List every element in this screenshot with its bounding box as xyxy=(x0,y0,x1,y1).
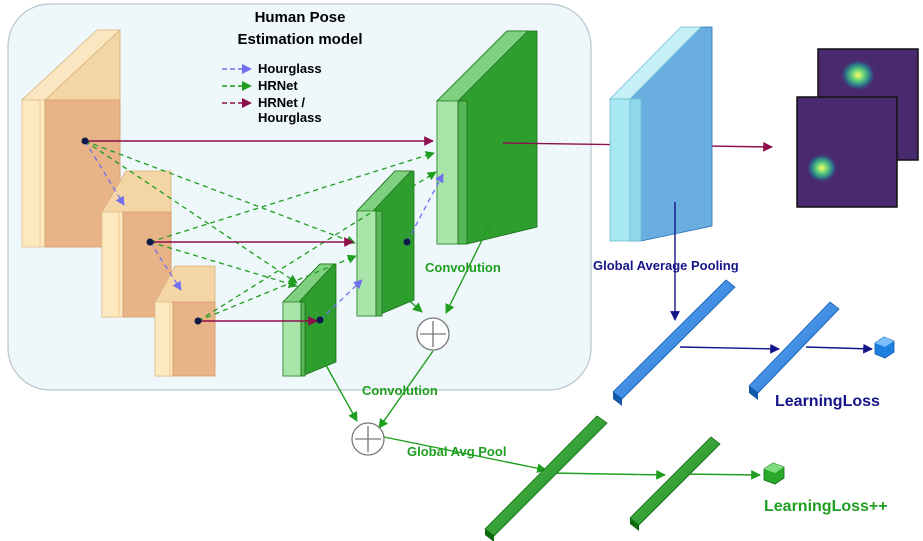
hourglass-connections xyxy=(84,140,444,321)
hrnet-connections xyxy=(84,140,437,322)
pooling-block xyxy=(609,26,713,242)
green-fc-bar-2 xyxy=(629,436,721,531)
convolution-label-lower: Convolution xyxy=(362,383,438,398)
legend-label: HRNet xyxy=(258,78,298,93)
learning-loss-plus-label: LearningLoss++ xyxy=(764,498,888,515)
green-output-cube xyxy=(763,462,785,485)
dashed-arrow-icon xyxy=(222,64,252,74)
diagram-title-line-2: Estimation model xyxy=(237,31,363,48)
convolution-label-upper: Convolution xyxy=(425,260,501,275)
hrnet-block-large xyxy=(436,30,538,245)
sum-node-lower xyxy=(351,422,385,456)
green-path xyxy=(383,436,761,480)
dashed-arrow-icon xyxy=(222,98,252,108)
convolution-arrows xyxy=(321,223,491,429)
blue-fc-bar-1 xyxy=(612,279,736,406)
blue-output-cube xyxy=(874,336,895,359)
learning-loss-label: LearningLoss xyxy=(775,393,880,410)
encoder-block-medium xyxy=(101,170,172,318)
diagram-title-line-1: Human Pose xyxy=(254,9,346,26)
heatmap-front xyxy=(796,96,898,208)
connection-dots xyxy=(81,137,411,325)
hrnet-block-medium xyxy=(356,170,415,317)
global-avg-pool-label: Global Avg Pool xyxy=(407,444,507,459)
encoder-block-small xyxy=(154,265,216,377)
blue-path xyxy=(670,202,873,354)
blue-fc-bar-2 xyxy=(748,301,840,400)
legend-label: HRNet / Hourglass xyxy=(258,95,322,125)
global-average-pooling-label: Global Average Pooling xyxy=(593,258,739,273)
sum-node-upper xyxy=(416,317,450,351)
dashed-arrow-icon xyxy=(222,81,252,91)
green-fc-bar-1 xyxy=(484,415,608,541)
legend-label: Hourglass xyxy=(258,61,322,76)
